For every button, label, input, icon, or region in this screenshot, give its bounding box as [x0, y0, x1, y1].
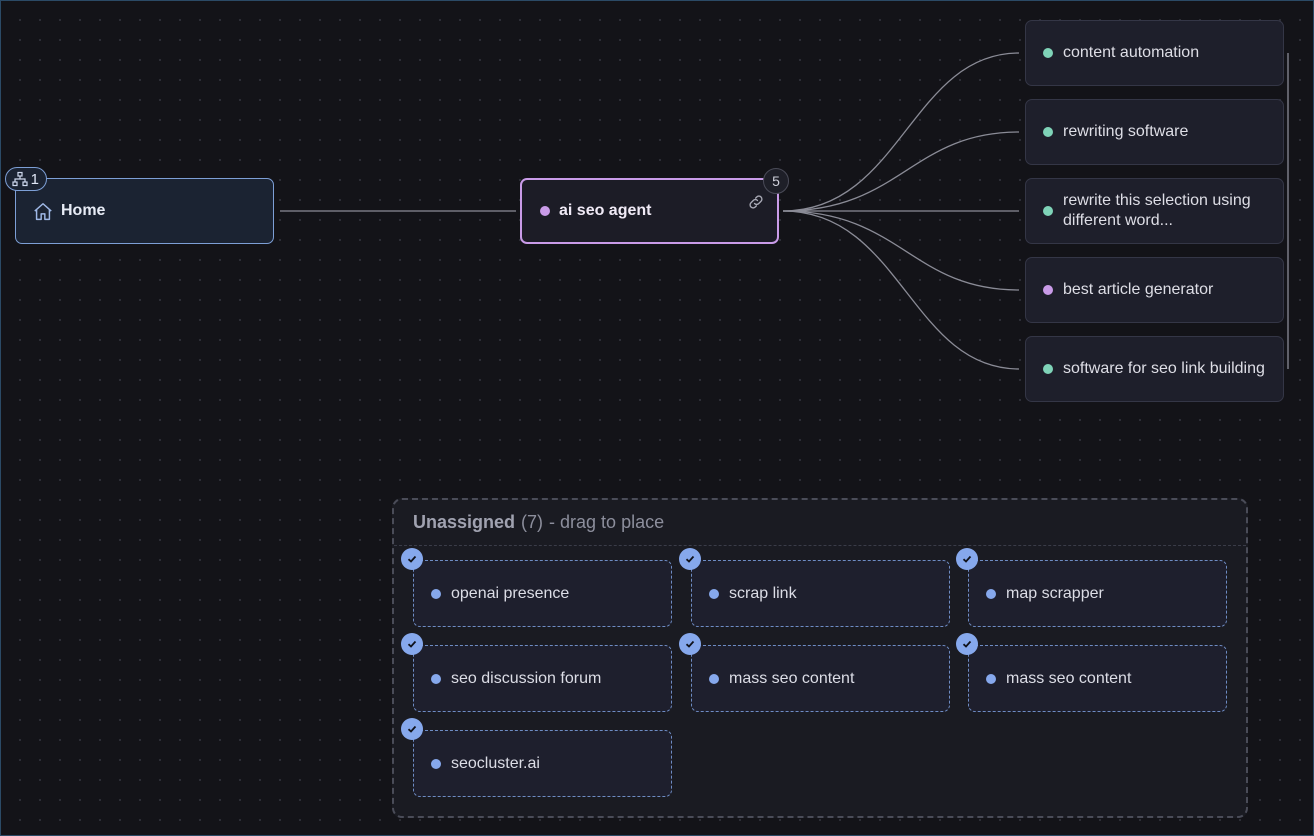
unassigned-item[interactable]: scrap link — [691, 560, 950, 627]
child-node[interactable]: content automation — [1025, 20, 1284, 86]
node-dot — [986, 588, 996, 599]
unassigned-item-label: map scrapper — [1006, 584, 1104, 602]
node-dot — [1043, 127, 1053, 137]
child-node-label: rewrite this selection using different w… — [1063, 192, 1251, 229]
child-node[interactable]: best article generator — [1025, 257, 1284, 323]
child-count-badge[interactable]: 5 — [763, 168, 789, 194]
node-dot — [431, 758, 441, 769]
home-level-badge[interactable]: 1 — [5, 167, 47, 191]
unassigned-item-label: openai presence — [451, 584, 570, 602]
check-icon[interactable] — [401, 548, 423, 570]
node-dot — [431, 673, 441, 684]
check-icon[interactable] — [679, 633, 701, 655]
unassigned-hint: - drag to place — [549, 512, 665, 532]
unassigned-item-label: seo discussion forum — [451, 669, 602, 687]
unassigned-item-label: mass seo content — [1006, 669, 1132, 687]
node-dot — [540, 206, 550, 216]
child-node-label: content automation — [1063, 44, 1200, 61]
edge-agent-child-2 — [782, 131, 1020, 212]
link-icon[interactable] — [747, 193, 765, 211]
unassigned-item[interactable]: openai presence — [413, 560, 672, 627]
edge-agent-child-4 — [782, 210, 1020, 291]
unassigned-item[interactable]: seo discussion forum — [413, 645, 672, 712]
unassigned-item-label: scrap link — [729, 584, 797, 602]
child-node-label: best article generator — [1063, 281, 1214, 298]
check-icon[interactable] — [956, 633, 978, 655]
home-icon — [34, 203, 52, 221]
node-dot — [709, 673, 719, 684]
unassigned-header: Unassigned (7) - drag to place — [394, 500, 1246, 546]
home-node-label: Home — [61, 202, 106, 219]
unassigned-item[interactable]: mass seo content — [691, 645, 950, 712]
ai-seo-agent-node[interactable]: ai seo agent — [520, 178, 779, 244]
check-icon[interactable] — [401, 633, 423, 655]
child-count-value: 5 — [772, 173, 780, 189]
node-dot — [986, 673, 996, 684]
unassigned-item[interactable]: seocluster.ai — [413, 730, 672, 797]
child-node-label: software for seo link building — [1063, 360, 1265, 377]
unassigned-item-label: mass seo content — [729, 669, 855, 687]
sitemap-icon — [12, 171, 28, 187]
edge-agent-child-1 — [782, 52, 1020, 212]
home-badge-count: 1 — [30, 170, 39, 188]
unassigned-item[interactable]: mass seo content — [968, 645, 1227, 712]
unassigned-item[interactable]: map scrapper — [968, 560, 1227, 627]
node-dot — [1043, 364, 1053, 374]
node-dot — [1043, 48, 1053, 58]
home-node[interactable]: Home — [15, 178, 274, 244]
unassigned-title: Unassigned — [413, 512, 516, 532]
child-node[interactable]: rewrite this selection using different w… — [1025, 178, 1284, 244]
unassigned-item-label: seocluster.ai — [451, 754, 540, 772]
child-node[interactable]: rewriting software — [1025, 99, 1284, 165]
node-dot — [709, 588, 719, 599]
node-dot — [431, 588, 441, 599]
edge-agent-child-5 — [782, 210, 1020, 370]
child-node-label: rewriting software — [1063, 123, 1189, 140]
check-icon[interactable] — [956, 548, 978, 570]
check-icon[interactable] — [679, 548, 701, 570]
node-dot — [1043, 206, 1053, 216]
node-dot — [1043, 285, 1053, 295]
check-icon[interactable] — [401, 718, 423, 740]
agent-node-label: ai seo agent — [559, 202, 652, 219]
unassigned-count: (7) — [521, 512, 544, 532]
child-node[interactable]: software for seo link building — [1025, 336, 1284, 402]
